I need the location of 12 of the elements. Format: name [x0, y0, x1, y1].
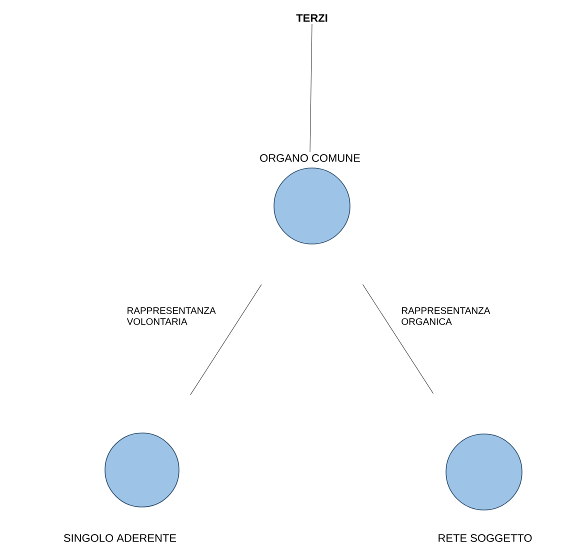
- edge-label: RAPPRESENTANZA ORGANICA: [402, 307, 490, 325]
- edge-label: RAPPRESENTANZA VOLONTARIA: [126, 307, 216, 325]
- node-label: TERZI: [296, 14, 328, 22]
- node-label: SINGOLO ADERENTE: [64, 534, 176, 542]
- connector-line: [310, 24, 312, 152]
- connector-line: [190, 284, 262, 396]
- circle-node: ORGANO COMUNE: [260, 154, 360, 244]
- connector-line: [362, 284, 434, 394]
- node-label: RETE SOGGETTO: [438, 534, 532, 542]
- circle-node: SINGOLO ADERENTE: [64, 432, 180, 542]
- node-label: ORGANO COMUNE: [260, 154, 360, 162]
- circle-node: RETE SOGGETTO: [438, 434, 532, 542]
